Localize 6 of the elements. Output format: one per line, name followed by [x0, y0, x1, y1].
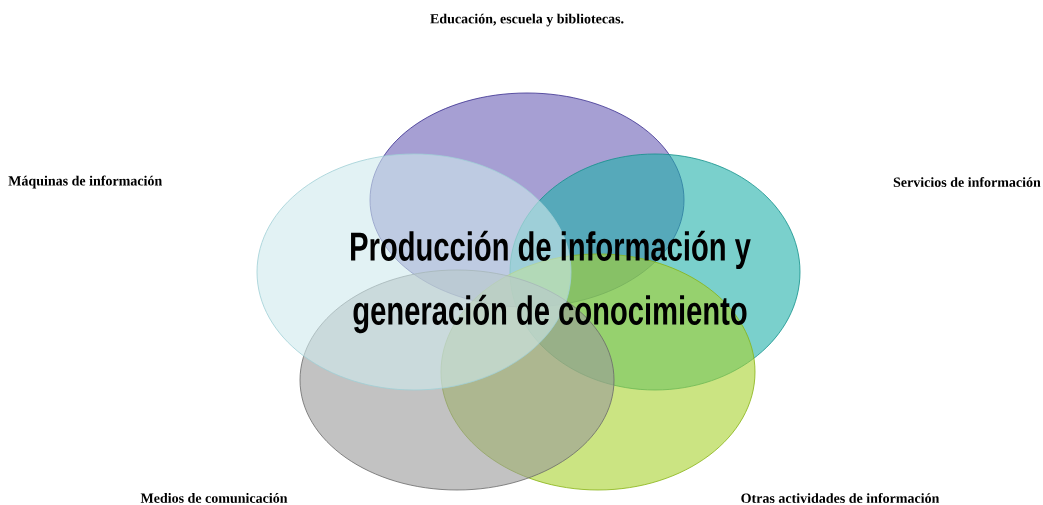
category-label: Educación, escuela y bibliotecas.: [430, 13, 624, 27]
category-label: Servicios de información: [893, 177, 1041, 187]
category-label: Máquinas de información: [8, 175, 162, 189]
category-label: Medios de comunicación: [140, 493, 288, 503]
title: Producción de información y generación de conocimiento: [351, 230, 751, 334]
category-label: Otras actividades de información: [741, 493, 940, 503]
